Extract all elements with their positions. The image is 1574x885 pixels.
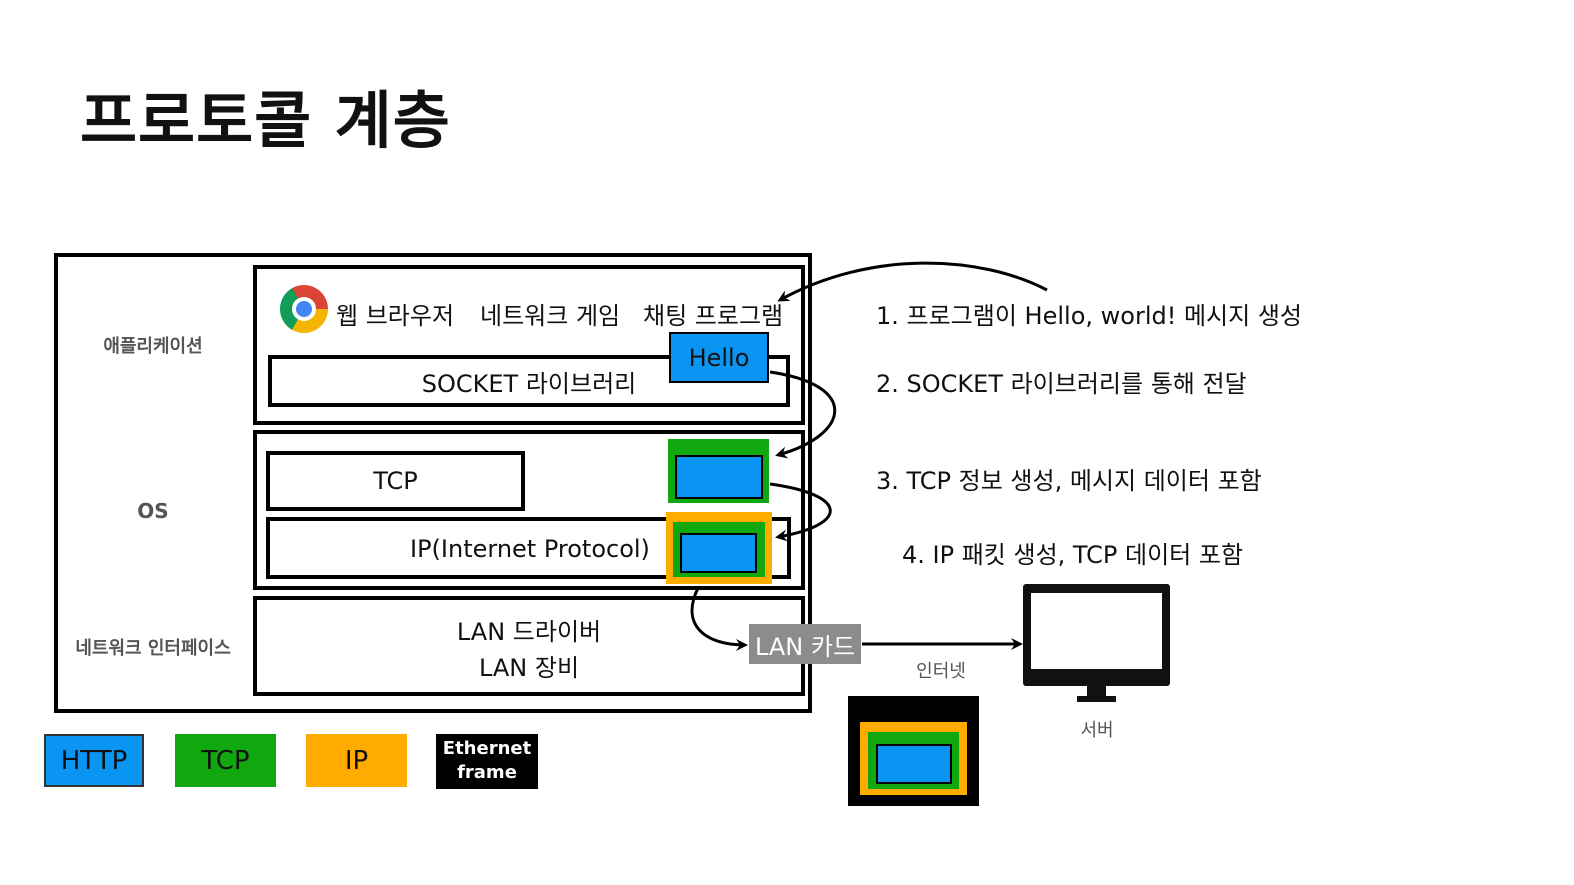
lan-driver-label: LAN 드라이버 <box>456 618 602 646</box>
legend-ethernet-line2: frame <box>457 762 517 783</box>
monitor-base <box>1077 696 1116 702</box>
app-chat: 채팅 프로그램 <box>643 302 784 330</box>
layer-label-os: OS <box>137 499 169 523</box>
server-label: 서버 <box>1080 720 1114 741</box>
monitor-screen <box>1031 593 1162 669</box>
legend-tcp: TCP <box>175 734 276 787</box>
arrow-program-to-hello <box>777 261 1048 302</box>
ip-box-label: IP(Internet Protocol) <box>410 535 650 563</box>
arrow-ip-to-lan-card <box>690 587 748 651</box>
arrow-hello-to-tcp <box>769 370 837 459</box>
legend-ethernet-line1: Ethernet <box>442 738 532 759</box>
legend-ethernet: Ethernet frame <box>436 734 538 789</box>
monitor-stand <box>1087 686 1106 698</box>
network-interface-layer-box <box>253 596 805 696</box>
step-3: 3. TCP 정보 생성, 메시지 데이터 포함 <box>876 467 1262 495</box>
step-1: 1. 프로그램이 Hello, world! 메시지 생성 <box>876 302 1303 330</box>
step-2: 2. SOCKET 라이브러리를 통해 전달 <box>876 370 1247 398</box>
legend-http: HTTP <box>44 734 144 787</box>
hello-message: Hello <box>669 332 769 383</box>
app-network-game: 네트워크 게임 <box>480 302 621 330</box>
layer-label-application: 애플리케이션 <box>103 336 203 357</box>
ethernet-frame-payload <box>876 744 952 784</box>
tcp-box: TCP <box>266 451 525 511</box>
tcp-segment-payload <box>675 455 763 499</box>
lan-card: LAN 카드 <box>749 624 861 664</box>
ip-packet-payload <box>680 533 757 573</box>
internet-label: 인터넷 <box>916 661 966 682</box>
step-4: 4. IP 패킷 생성, TCP 데이터 포함 <box>902 541 1244 569</box>
lan-device-label: LAN 장비 <box>478 654 580 682</box>
app-browser: 웹 브라우저 <box>336 302 455 330</box>
arrow-tcp-to-ip <box>769 482 832 542</box>
chrome-icon-center <box>292 297 316 321</box>
legend-ip: IP <box>306 734 407 787</box>
page-title: 프로토콜 계층 <box>80 84 451 157</box>
layer-label-network-interface: 네트워크 인터페이스 <box>75 638 231 659</box>
